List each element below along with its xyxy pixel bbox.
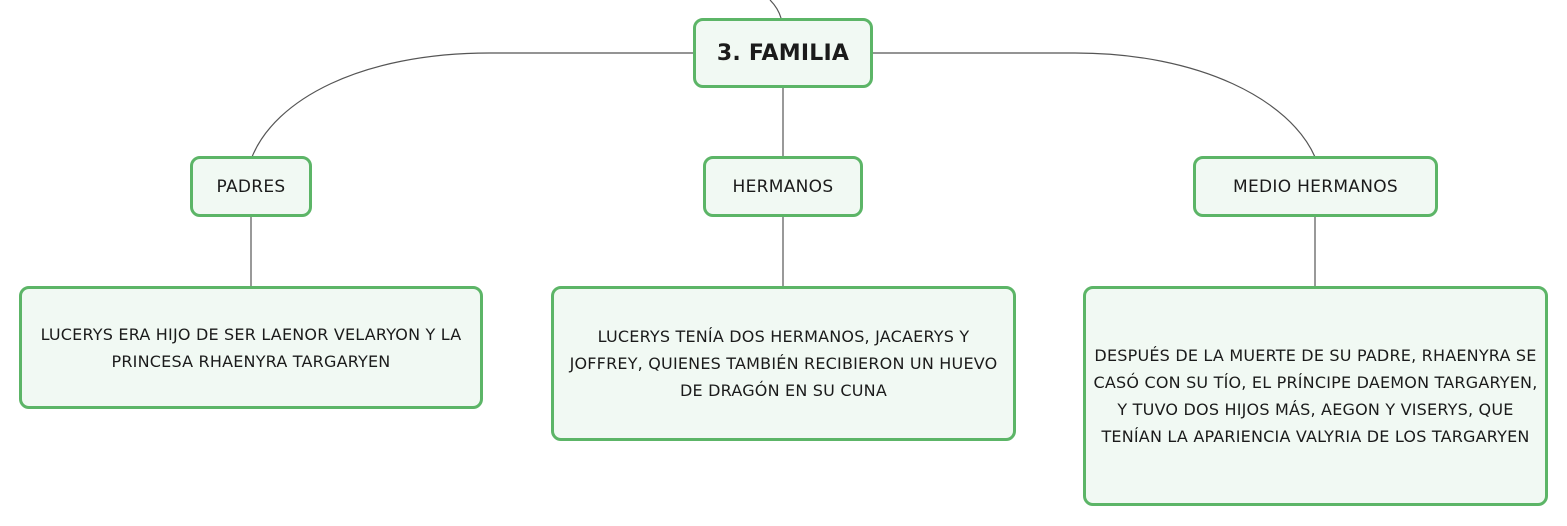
root-node-familia[interactable]: 3. FAMILIA <box>693 18 873 88</box>
detail-node-padres[interactable]: LUCERYS ERA HIJO DE SER LAENOR VELARYON … <box>19 286 483 409</box>
detail-node-hermanos[interactable]: LUCERYS TENÍA DOS HERMANOS, JACAERYS Y J… <box>551 286 1016 441</box>
detail-node-text: LUCERYS TENÍA DOS HERMANOS, JACAERYS Y J… <box>569 327 998 400</box>
detail-node-text: DESPUÉS DE LA MUERTE DE SU PADRE, RHAENY… <box>1093 346 1538 446</box>
root-node-label: 3. FAMILIA <box>716 40 850 66</box>
branch-node-medio-hermanos[interactable]: MEDIO HERMANOS <box>1193 156 1438 217</box>
branch-node-hermanos[interactable]: HERMANOS <box>703 156 863 217</box>
branch-node-label: MEDIO HERMANOS <box>1232 176 1399 197</box>
detail-node-text: LUCERYS ERA HIJO DE SER LAENOR VELARYON … <box>40 324 462 371</box>
detail-node-medio-hermanos[interactable]: DESPUÉS DE LA MUERTE DE SU PADRE, RHAENY… <box>1083 286 1548 506</box>
connector-root-medio <box>873 52 1316 158</box>
branch-node-label: PADRES <box>216 176 286 197</box>
branch-node-label: HERMANOS <box>732 176 834 197</box>
branch-node-padres[interactable]: PADRES <box>190 156 312 217</box>
connector-root-padres <box>251 52 693 158</box>
connector-incoming <box>769 0 782 19</box>
